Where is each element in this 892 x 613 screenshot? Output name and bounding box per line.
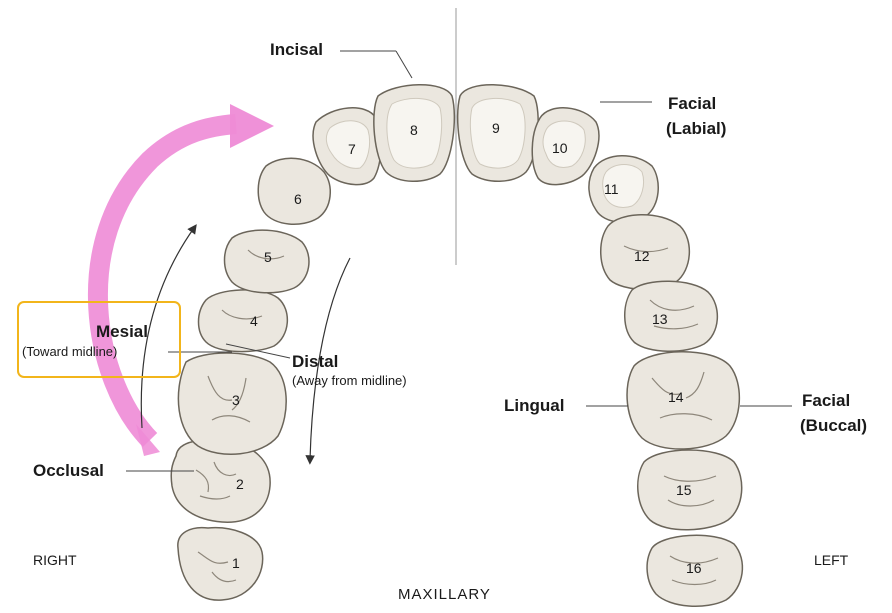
label-maxillary: MAXILLARY: [398, 586, 491, 603]
tooth-1: [178, 528, 263, 601]
tooth-4: [199, 290, 288, 352]
label-mesial: Mesial: [96, 322, 148, 342]
tooth-number-6: 6: [294, 191, 302, 207]
label-right: RIGHT: [33, 552, 77, 568]
tooth-number-14: 14: [668, 389, 684, 405]
tooth-number-2: 2: [236, 476, 244, 492]
tooth-number-12: 12: [634, 248, 650, 264]
tooth-number-16: 16: [686, 560, 702, 576]
label-facial-labial-2: (Labial): [666, 119, 726, 139]
label-occlusal: Occlusal: [33, 461, 104, 481]
label-distal: Distal: [292, 352, 338, 372]
tooth-13: [625, 281, 718, 351]
pink-arrowhead: [230, 104, 274, 148]
tooth-number-13: 13: [652, 311, 668, 327]
label-lingual: Lingual: [504, 396, 564, 416]
tooth-number-1: 1: [232, 555, 240, 571]
tooth-number-11: 11: [604, 181, 619, 197]
label-facial-buccal-2: (Buccal): [800, 416, 867, 436]
tooth-number-4: 4: [250, 313, 258, 329]
label-distal-sub: (Away from midline): [292, 374, 407, 389]
incisal-leader-diag: [396, 51, 412, 78]
label-incisal: Incisal: [270, 40, 323, 60]
tooth-number-10: 10: [552, 140, 568, 156]
label-facial-labial-1: Facial: [668, 94, 716, 114]
tooth-number-15: 15: [676, 482, 692, 498]
tooth-number-7: 7: [348, 141, 356, 157]
label-left: LEFT: [814, 552, 848, 568]
tooth-number-3: 3: [232, 392, 240, 408]
tooth-11: [589, 156, 658, 223]
tooth-number-5: 5: [264, 249, 272, 265]
tooth-number-8: 8: [410, 122, 418, 138]
tooth-number-9: 9: [492, 120, 500, 136]
label-mesial-sub: (Toward midline): [22, 345, 117, 360]
label-facial-buccal-1: Facial: [802, 391, 850, 411]
